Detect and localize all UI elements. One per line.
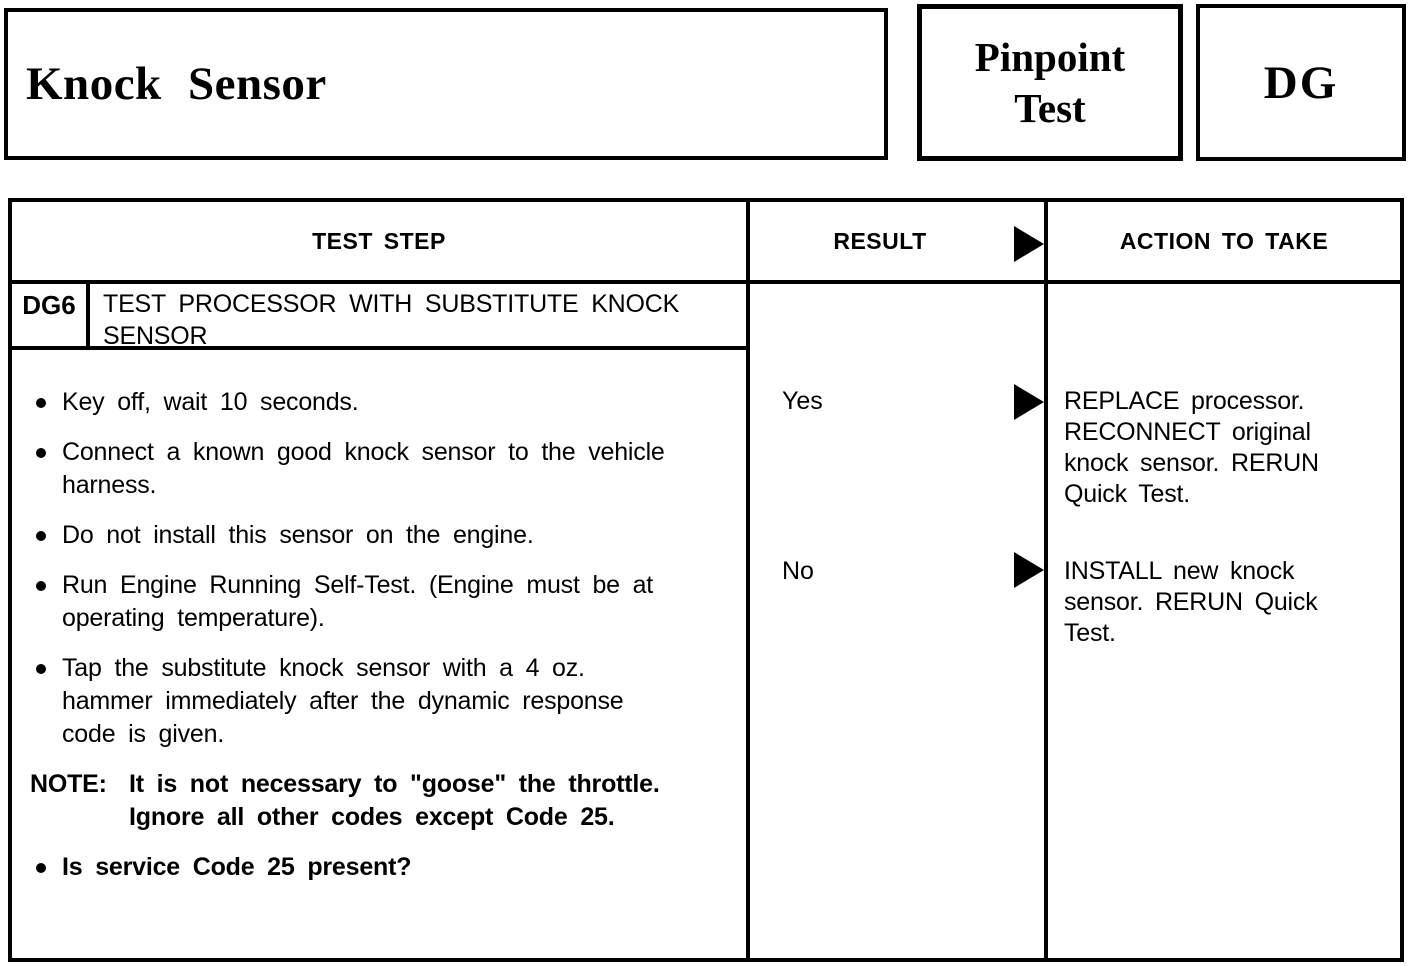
pinpoint-test-box: Pinpoint Test (917, 4, 1183, 161)
result-header-arrow-icon (1014, 226, 1044, 262)
step-question: Is service Code 25 present? (62, 853, 412, 881)
column-header-action-to-take: ACTION TO TAKE (1119, 227, 1329, 254)
list-item: Tap the substitute knock sensor with a 4… (26, 652, 742, 751)
column-divider-1 (746, 202, 750, 958)
component-title-box: Knock Sensor (4, 8, 888, 160)
list-item: Connect a known good knock sensor to the… (26, 436, 742, 502)
test-code-box: DG (1196, 4, 1406, 161)
pinpoint-test-table: TEST STEP RESULT ACTION TO TAKE DG6 TEST… (8, 198, 1404, 962)
note-text: It is not necessary to "goose" the throt… (129, 770, 660, 831)
step-instruction: Tap the substitute knock sensor with a 4… (62, 654, 624, 748)
test-code: DG (1263, 56, 1339, 109)
pinpoint-test-label-line2: Test (1014, 84, 1086, 131)
no-arrow-icon (1014, 552, 1044, 588)
step-id: DG6 (12, 284, 90, 346)
step-title: TEST PROCESSOR WITH SUBSTITUTE KNOCK SEN… (103, 290, 680, 350)
result-no-label: No (782, 557, 814, 585)
step-title-cell: TEST PROCESSOR WITH SUBSTITUTE KNOCK SEN… (90, 284, 738, 350)
yes-arrow-icon (1014, 384, 1044, 420)
step-instruction: Do not install this sensor on the engine… (62, 521, 534, 549)
step-header-row: DG6 TEST PROCESSOR WITH SUBSTITUTE KNOCK… (12, 284, 746, 350)
result-yes-label: Yes (782, 387, 823, 415)
column-header-result: RESULT (833, 227, 927, 254)
header-row-divider (12, 280, 1400, 284)
action-for-yes: REPLACE processor. RECONNECT original kn… (1064, 386, 1360, 510)
action-for-no: INSTALL new knock sensor. RERUN Quick Te… (1064, 556, 1360, 649)
pinpoint-test-label-line1: Pinpoint (974, 33, 1126, 80)
step-instruction: Connect a known good knock sensor to the… (62, 438, 665, 499)
action-no-text: INSTALL new knock sensor. RERUN Quick Te… (1064, 557, 1318, 647)
step-instruction: Key off, wait 10 seconds. (62, 388, 359, 416)
bullet-icon (36, 398, 46, 408)
bullet-icon (36, 531, 46, 541)
column-divider-2 (1044, 202, 1048, 958)
note-label: NOTE: (30, 770, 107, 798)
column-header-test-step: TEST STEP (312, 227, 446, 254)
bullet-icon (36, 448, 46, 458)
list-item: Do not install this sensor on the engine… (26, 519, 742, 552)
bullet-icon (36, 863, 46, 873)
action-yes-text: REPLACE processor. RECONNECT original kn… (1064, 387, 1319, 508)
step-instruction: Run Engine Running Self-Test. (Engine mu… (62, 571, 654, 632)
list-item-question: Is service Code 25 present? (26, 851, 742, 884)
list-item: Key off, wait 10 seconds. (26, 386, 742, 419)
list-item: Run Engine Running Self-Test. (Engine mu… (26, 569, 742, 635)
bullet-icon (36, 664, 46, 674)
component-title: Knock Sensor (26, 58, 327, 110)
bullet-icon (36, 581, 46, 591)
note-block: NOTE: It is not necessary to "goose" the… (30, 768, 742, 834)
test-step-cell: Key off, wait 10 seconds. Connect a know… (12, 354, 742, 958)
